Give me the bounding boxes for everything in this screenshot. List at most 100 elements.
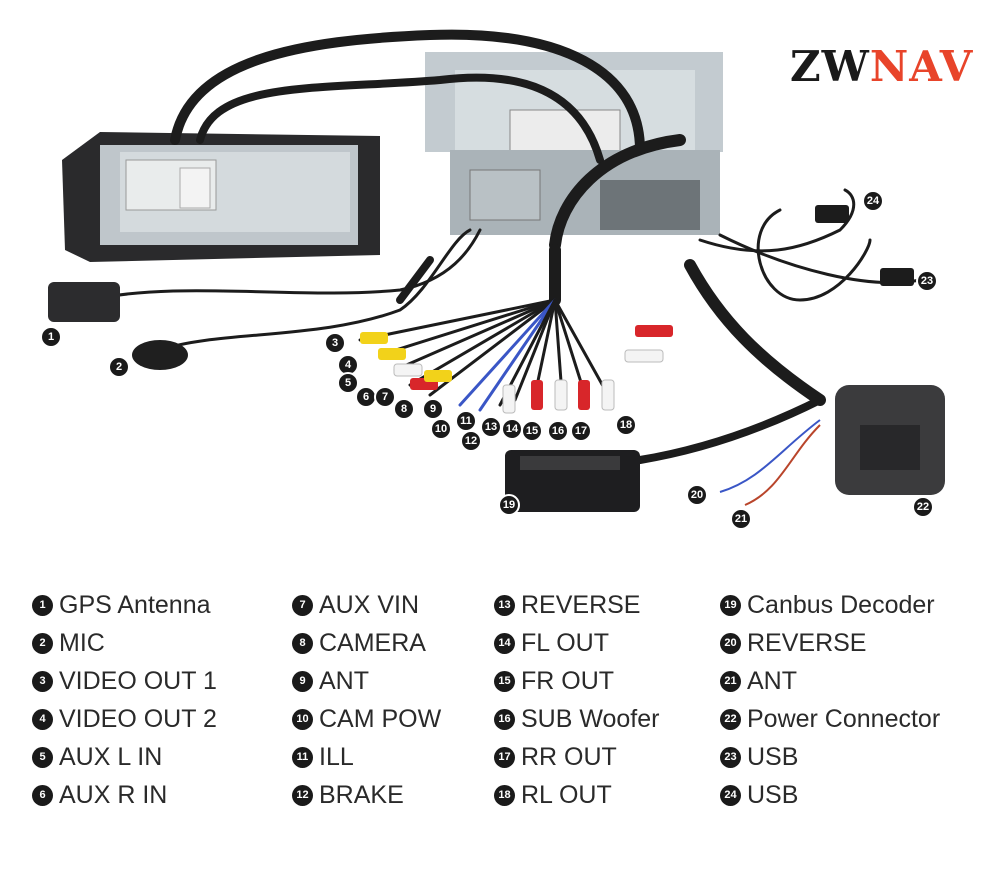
legend-item: 17 RR OUT xyxy=(494,738,659,776)
callout-13: 13 xyxy=(480,416,502,438)
callout-15: 15 xyxy=(521,420,543,442)
legend-item: 21 ANT xyxy=(720,662,940,700)
legend-number: 11 xyxy=(292,746,313,768)
legend-item: 8 CAMERA xyxy=(292,624,441,662)
legend-number: 1 xyxy=(32,594,53,616)
legend-number: 22 xyxy=(720,708,741,730)
legend-label: AUX VIN xyxy=(319,590,420,619)
callout-11: 11 xyxy=(455,410,477,432)
legend-label: GPS Antenna xyxy=(59,590,211,619)
rca-plugs xyxy=(360,325,673,414)
callout-9: 9 xyxy=(422,398,444,420)
legend-number: 17 xyxy=(494,746,515,768)
legend-number: 21 xyxy=(720,670,741,692)
legend-item: 23 USB xyxy=(720,738,940,776)
legend-label: CAMERA xyxy=(319,628,426,657)
legend-item: 9 ANT xyxy=(292,662,441,700)
callout-24: 24 xyxy=(862,190,884,212)
radio-frame xyxy=(62,132,380,262)
legend-number: 10 xyxy=(292,708,313,730)
callout-12: 12 xyxy=(460,430,482,452)
legend-number: 4 xyxy=(32,708,53,730)
legend-number: 20 xyxy=(720,632,741,654)
legend-item: 14 FL OUT xyxy=(494,624,659,662)
legend-label: AUX L IN xyxy=(59,742,163,771)
legend-label: ANT xyxy=(747,666,797,695)
legend-label: RL OUT xyxy=(521,780,612,809)
callout-23: 23 xyxy=(916,270,938,292)
legend-number: 6 xyxy=(32,784,53,806)
legend-item: 11 ILL xyxy=(292,738,441,776)
callout-17: 17 xyxy=(570,420,592,442)
legend-number: 7 xyxy=(292,594,313,616)
legend-number: 18 xyxy=(494,784,515,806)
callout-4: 4 xyxy=(337,354,359,376)
legend-item: 22 Power Connector xyxy=(720,700,940,738)
legend-number: 9 xyxy=(292,670,313,692)
legend-number: 14 xyxy=(494,632,515,654)
legend-label: RR OUT xyxy=(521,742,617,771)
brand-logo: ZWNAV xyxy=(790,42,974,91)
callout-22: 22 xyxy=(912,496,934,518)
legend-label: FL OUT xyxy=(521,628,609,657)
legend-label: VIDEO OUT 2 xyxy=(59,704,217,733)
legend-item: 1 GPS Antenna xyxy=(32,586,217,624)
usb-plugs xyxy=(815,205,914,286)
legend-number: 5 xyxy=(32,746,53,768)
legend-number: 8 xyxy=(292,632,313,654)
cables xyxy=(88,29,922,464)
legend-item: 7 AUX VIN xyxy=(292,586,441,624)
loose-wires xyxy=(719,419,821,506)
callout-19: 19 xyxy=(498,494,520,516)
legend-item: 19 Canbus Decoder xyxy=(720,586,940,624)
callout-8: 8 xyxy=(393,398,415,420)
callout-21: 21 xyxy=(730,508,752,530)
callout-5: 5 xyxy=(337,372,359,394)
harness-illustration xyxy=(48,29,945,512)
callout-1: 1 xyxy=(40,326,62,348)
legend-label: VIDEO OUT 1 xyxy=(59,666,217,695)
legend-item: 20 REVERSE xyxy=(720,624,940,662)
legend-label: REVERSE xyxy=(747,628,867,657)
callout-10: 10 xyxy=(430,418,452,440)
mic xyxy=(132,340,188,370)
legend-label: BRAKE xyxy=(319,780,404,809)
legend-label: MIC xyxy=(59,628,105,657)
callout-2: 2 xyxy=(108,356,130,378)
legend-item: 18 RL OUT xyxy=(494,776,659,814)
legend-label: USB xyxy=(747,742,799,771)
legend-item: 6 AUX R IN xyxy=(32,776,217,814)
legend-label: ANT xyxy=(319,666,369,695)
legend-number: 12 xyxy=(292,784,313,806)
legend-label: Canbus Decoder xyxy=(747,590,935,619)
canbus-decoder xyxy=(505,450,640,512)
power-connector xyxy=(835,385,945,495)
legend-label: SUB Woofer xyxy=(521,704,660,733)
callout-3: 3 xyxy=(324,332,346,354)
legend-label: ILL xyxy=(319,742,354,771)
legend-number: 16 xyxy=(494,708,515,730)
callout-7: 7 xyxy=(374,386,396,408)
callout-18: 18 xyxy=(615,414,637,436)
legend-number: 19 xyxy=(720,594,741,616)
radio-chassis xyxy=(425,52,723,235)
legend-number: 2 xyxy=(32,632,53,654)
legend-item: 16 SUB Woofer xyxy=(494,700,659,738)
legend-label: AUX R IN xyxy=(59,780,168,809)
legend-number: 15 xyxy=(494,670,515,692)
legend-label: USB xyxy=(747,780,799,809)
legend-label: Power Connector xyxy=(747,704,941,733)
callout-16: 16 xyxy=(547,420,569,442)
legend-number: 23 xyxy=(720,746,741,768)
callout-20: 20 xyxy=(686,484,708,506)
gps-antenna xyxy=(48,282,120,322)
